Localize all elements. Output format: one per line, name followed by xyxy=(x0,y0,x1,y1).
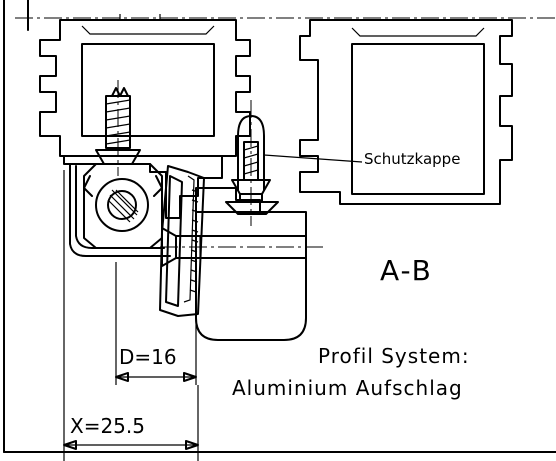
section-label: A-B xyxy=(380,254,433,287)
callout-schutzkappe: Schutzkappe xyxy=(364,150,460,168)
dimension-x-label: X=25.5 xyxy=(70,414,145,438)
wood-screw-left xyxy=(95,80,141,176)
right-aluminium-profile xyxy=(299,19,513,205)
protective-cap xyxy=(225,100,279,226)
countersunk-screw xyxy=(160,227,326,267)
dimension-d: D=16 xyxy=(115,262,197,385)
drawing-frame xyxy=(3,0,556,453)
callout-leader xyxy=(263,154,363,163)
dimension-d-label: D=16 xyxy=(119,345,177,369)
dimension-x: X=25.5 xyxy=(63,170,199,461)
hinge-barrel xyxy=(83,163,163,249)
caption-line-2: Aluminium Aufschlag xyxy=(232,376,463,400)
caption-line-1: Profil System: xyxy=(318,344,470,368)
left-aluminium-profile xyxy=(39,14,251,157)
